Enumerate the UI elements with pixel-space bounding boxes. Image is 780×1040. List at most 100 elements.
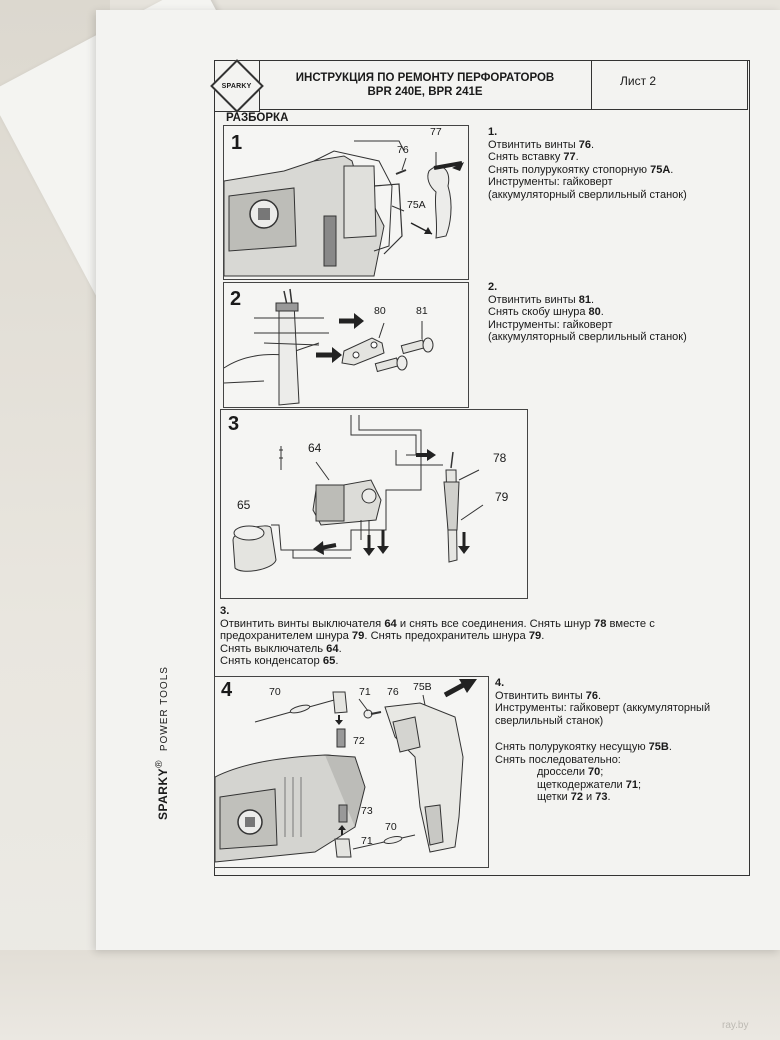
step-2-line-4: (аккумуляторный сверлильный станок) xyxy=(488,331,687,343)
step-4-line-7: щеткодержатели xyxy=(537,778,626,791)
step-4-ref-75b: 75В xyxy=(648,741,669,753)
step-3-line-2a: предохранителем шнура xyxy=(220,630,352,642)
step-4-line-1: Отвинтить винты xyxy=(495,689,586,702)
figure-4: 4 70 71 76 75B 72 73 71 70 xyxy=(214,676,489,868)
step-4-ref-73: 73 xyxy=(595,791,608,803)
figure-4-drawing xyxy=(215,677,488,867)
figure-1-drawing xyxy=(224,126,468,279)
punct: ; xyxy=(637,778,642,791)
step-1-text: 1. Отвинтить винты 76. Снять вставку 77.… xyxy=(488,126,687,201)
header-title: ИНСТРУКЦИЯ ПО РЕМОНТУ ПЕРФОРАТОРОВ BPR 2… xyxy=(259,60,592,110)
punct: . xyxy=(335,655,339,667)
figure-1: 1 77 76 75A xyxy=(223,125,469,280)
callout-70-bottom: 70 xyxy=(385,821,397,833)
punct: . xyxy=(338,642,342,655)
callout-77: 77 xyxy=(430,126,442,138)
step-3-line-1e: вместе с xyxy=(606,617,655,630)
step-3-number: 3. xyxy=(220,605,230,617)
brand-name: SPARKY xyxy=(156,767,170,820)
punct: . xyxy=(597,689,602,702)
sparky-logo-icon: SPARKY xyxy=(210,59,264,113)
callout-75b: 75B xyxy=(413,681,432,693)
background-bottom xyxy=(0,950,780,1040)
callout-76: 76 xyxy=(387,686,399,698)
punct: . xyxy=(590,138,595,151)
step-2-text: 2. Отвинтить винты 81. Снять скобу шнура… xyxy=(488,281,687,344)
callout-71-top: 71 xyxy=(359,686,371,698)
step-3-line-2c: . Снять предохранитель шнура xyxy=(364,630,529,642)
callout-64: 64 xyxy=(308,441,322,455)
punct: . xyxy=(668,741,672,753)
step-1-line-4: Инструменты: гайковерт xyxy=(488,176,613,188)
step-2-ref-81: 81 xyxy=(578,293,591,306)
figure-4-number: 4 xyxy=(221,679,233,701)
sheet-number: Лист 2 xyxy=(592,60,748,110)
step-4-line-6: дроссели xyxy=(537,766,589,778)
brand-vertical: SPARKY® POWER TOOLS xyxy=(154,666,170,820)
punct: . xyxy=(607,791,611,803)
step-3-text: 3. Отвинтить винты выключателя 64 и снят… xyxy=(220,605,655,668)
figure-3-drawing xyxy=(221,410,527,598)
step-1-ref-75a: 75А xyxy=(650,163,671,176)
step-1-number: 1. xyxy=(488,126,498,138)
figure-2-number: 2 xyxy=(230,288,242,310)
callout-71-bottom: 71 xyxy=(361,835,373,847)
callout-78: 78 xyxy=(493,451,507,465)
step-4-text: 4. Отвинтить винты 76. Инструменты: гайк… xyxy=(495,677,710,804)
title-line-2: BPR 240E, BPR 241E xyxy=(367,86,483,98)
step-4-line-5: Снять последовательно: xyxy=(495,753,621,766)
callout-81: 81 xyxy=(416,305,428,317)
step-2-ref-80: 80 xyxy=(588,306,601,318)
logo-text: SPARKY xyxy=(222,82,252,90)
punct: . xyxy=(600,306,604,318)
figure-3-number: 3 xyxy=(228,413,240,435)
step-3-line-3: Снять выключатель xyxy=(220,642,327,655)
step-3-line-4: Снять конденсатор xyxy=(220,655,323,667)
callout-70-top: 70 xyxy=(269,686,281,698)
punct: . xyxy=(590,293,595,306)
punct: ; xyxy=(600,766,604,778)
step-3-line-1a: Отвинтить винты выключателя xyxy=(220,617,385,630)
step-4-line-8: щетки xyxy=(537,791,571,803)
callout-65: 65 xyxy=(237,498,251,512)
step-4-line-2: Инструменты: гайковерт (аккумуляторный xyxy=(495,702,711,714)
callout-79: 79 xyxy=(495,490,509,504)
step-2-line-2: Снять скобу шнура xyxy=(488,306,589,318)
figure-1-number: 1 xyxy=(231,132,243,154)
step-3-ref-64: 64 xyxy=(384,617,397,630)
step-3-line-1c: и снять все соединения. Снять шнур xyxy=(396,617,594,630)
step-1-line-5: (аккумуляторный сверлильный станок) xyxy=(488,188,687,201)
step-4-line-4: Снять полурукоятку несущую xyxy=(495,741,649,753)
conj: и xyxy=(582,791,596,803)
watermark: ray.by xyxy=(722,1020,749,1031)
brand-reg: ® xyxy=(154,760,165,768)
figure-2: 2 80 81 xyxy=(223,282,469,408)
step-4-ref-70: 70 xyxy=(588,766,601,778)
step-4-ref-76: 76 xyxy=(585,689,598,702)
callout-72: 72 xyxy=(353,735,365,747)
step-4-number: 4. xyxy=(495,677,505,689)
section-title: РАЗБОРКА xyxy=(226,112,289,124)
step-2-line-3: Инструменты: гайковерт xyxy=(488,318,613,331)
step-3-ref-79: 79 xyxy=(351,630,365,642)
step-4-ref-72: 72 xyxy=(570,791,583,803)
step-2-number: 2. xyxy=(488,281,498,293)
step-4-ref-71: 71 xyxy=(625,778,638,791)
brand-tagline: POWER TOOLS xyxy=(159,666,170,752)
step-1-ref-77: 77 xyxy=(563,151,576,163)
callout-75a: 75A xyxy=(407,199,426,211)
step-1-ref-76: 76 xyxy=(578,138,591,151)
step-3-ref-78: 78 xyxy=(594,617,607,630)
step-2-line-1: Отвинтить винты xyxy=(488,293,579,306)
title-line-1: ИНСТРУКЦИЯ ПО РЕМОНТУ ПЕРФОРАТОРОВ xyxy=(295,72,555,84)
step-3-ref-64b: 64 xyxy=(326,642,339,655)
callout-80: 80 xyxy=(374,305,386,317)
figure-2-drawing xyxy=(224,283,468,407)
step-1-line-3: Снять полурукоятку стопорную xyxy=(488,163,651,176)
step-1-line-1: Отвинтить винты xyxy=(488,138,579,151)
callout-73: 73 xyxy=(361,805,373,817)
step-1-line-2: Снять вставку xyxy=(488,151,564,163)
punct: . xyxy=(575,151,579,163)
header-logo-cell: SPARKY xyxy=(210,59,264,113)
punct: . xyxy=(670,163,674,176)
